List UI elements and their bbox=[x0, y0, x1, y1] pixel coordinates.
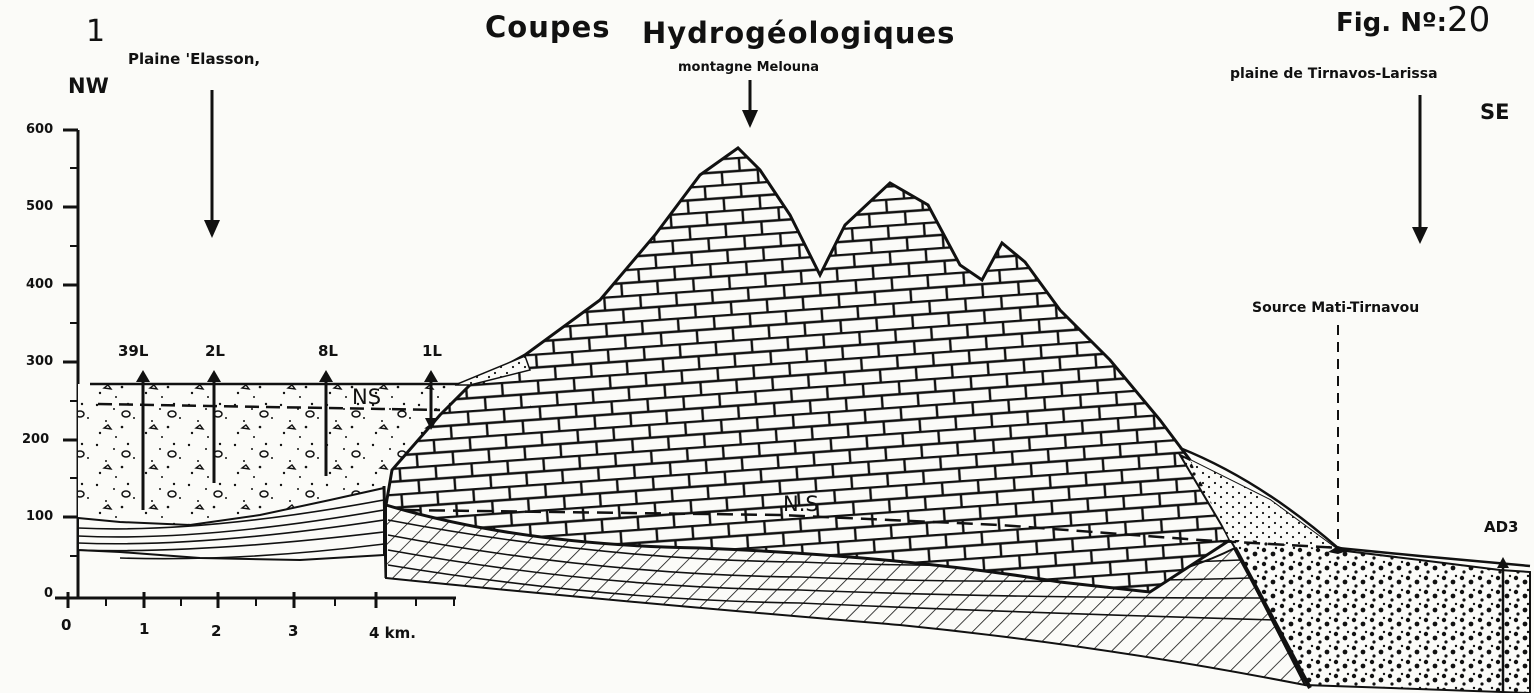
orientation-se: SE bbox=[1480, 100, 1509, 124]
well-label-39L: 39L bbox=[118, 342, 148, 360]
x-tick-2: 2 bbox=[211, 622, 221, 640]
x-tick-0: 0 bbox=[61, 616, 71, 634]
y-tick-500: 500 bbox=[26, 199, 53, 214]
x-tick-4km: 4 km. bbox=[369, 624, 416, 642]
mountain-label: montagne Melouna bbox=[678, 60, 819, 75]
y-tick-100: 100 bbox=[26, 509, 53, 524]
orientation-nw: NW bbox=[68, 74, 109, 98]
y-tick-600: 600 bbox=[26, 122, 53, 137]
well-8L-arrow bbox=[319, 370, 333, 382]
well-39L-arrow bbox=[136, 370, 150, 382]
location-arrows bbox=[204, 80, 1428, 244]
fig-number-separator: º: bbox=[1422, 8, 1447, 38]
left-plain-label: Plaine 'Elasson, bbox=[128, 50, 260, 68]
title-coupes: Coupes bbox=[485, 10, 611, 44]
fig-number-value: 20 bbox=[1447, 0, 1490, 40]
spring-label: Source Mati-Tirnavou bbox=[1252, 300, 1419, 316]
right-plain-label: plaine de Tirnavos-Larissa bbox=[1230, 66, 1438, 82]
well-label-1L: 1L bbox=[422, 342, 442, 360]
y-tick-400: 400 bbox=[26, 277, 53, 292]
well-label-8L: 8L bbox=[318, 342, 338, 360]
borehole-ad3-label: AD3 bbox=[1484, 518, 1519, 536]
y-tick-300: 300 bbox=[26, 354, 53, 369]
vertical-axis bbox=[63, 130, 78, 598]
title-hydrogeologiques: Hydrogéologiques bbox=[642, 16, 955, 50]
fig-number: Fig. Nº:20 bbox=[1336, 0, 1490, 40]
horizontal-axis bbox=[55, 592, 456, 608]
x-tick-3: 3 bbox=[288, 622, 298, 640]
well-2L-arrow bbox=[207, 370, 221, 382]
water-table-label-ns: NS bbox=[352, 385, 381, 409]
fig-label: Fig. N bbox=[1336, 8, 1422, 38]
x-tick-1: 1 bbox=[139, 620, 149, 638]
y-tick-0: 0 bbox=[44, 586, 53, 601]
well-1L-arrow bbox=[424, 370, 438, 382]
water-table-label-n-s: N.S bbox=[783, 492, 819, 516]
figure-index: 1 bbox=[86, 14, 105, 49]
y-tick-200: 200 bbox=[22, 432, 49, 447]
well-label-2L: 2L bbox=[205, 342, 225, 360]
